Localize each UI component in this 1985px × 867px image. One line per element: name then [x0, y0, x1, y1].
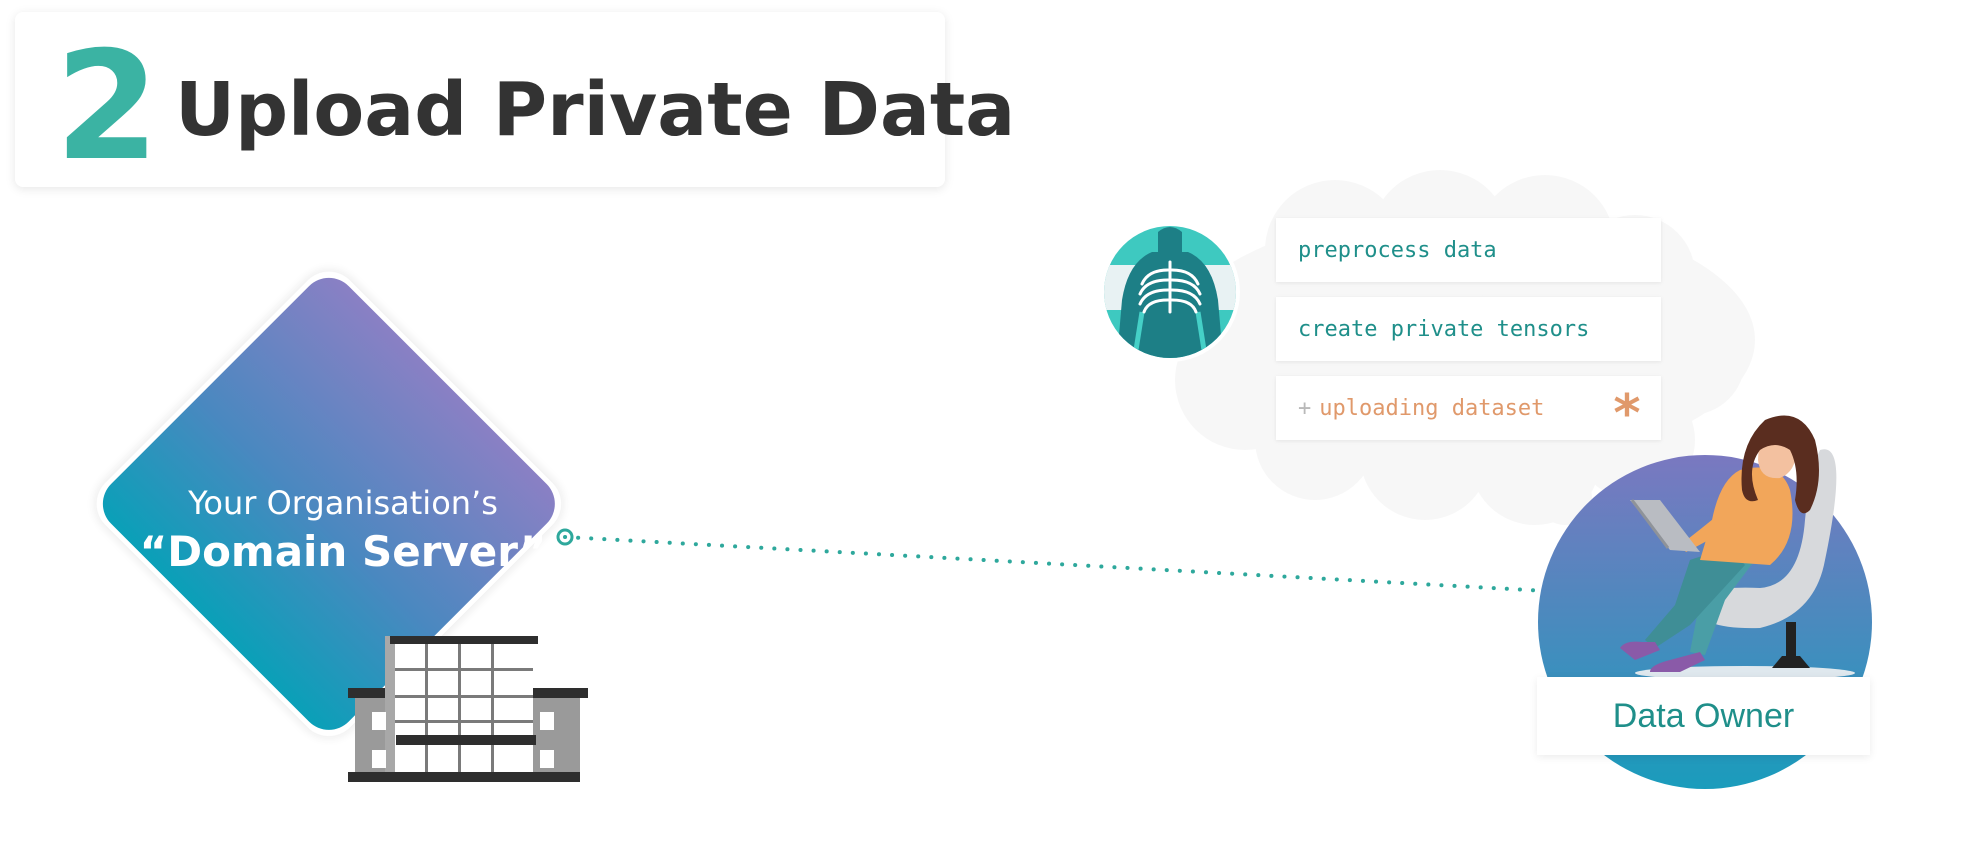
task-label: preprocess data: [1298, 238, 1497, 263]
task-card-private-tensors: create private tensors: [1276, 297, 1661, 361]
task-label-text: uploading dataset: [1319, 396, 1545, 421]
domain-server-diamond: [96, 271, 562, 737]
asterisk-icon: *: [1613, 384, 1641, 444]
xray-patient-icon: [1100, 222, 1240, 362]
task-label: create private tensors: [1298, 317, 1590, 342]
task-label: + uploading dataset: [1298, 396, 1544, 421]
task-card-uploading: +uploading dataset *: [1276, 376, 1661, 440]
page-title: Upload Private Data: [175, 67, 1016, 153]
step-header-card: 2 Upload Private Data: [15, 12, 1015, 194]
connection-line: [556, 528, 1574, 601]
task-prefix: +: [1298, 396, 1312, 421]
task-card-preprocess: preprocess data: [1276, 218, 1661, 282]
domain-server-subtitle: Your Organisation’s: [188, 484, 498, 522]
domain-server-title: “Domain Server”: [139, 527, 547, 576]
office-building-icon: [348, 636, 588, 782]
data-owner-label: Data Owner: [1612, 697, 1795, 735]
step-number: 2: [55, 20, 159, 194]
data-owner-card: Data Owner: [1537, 677, 1870, 755]
